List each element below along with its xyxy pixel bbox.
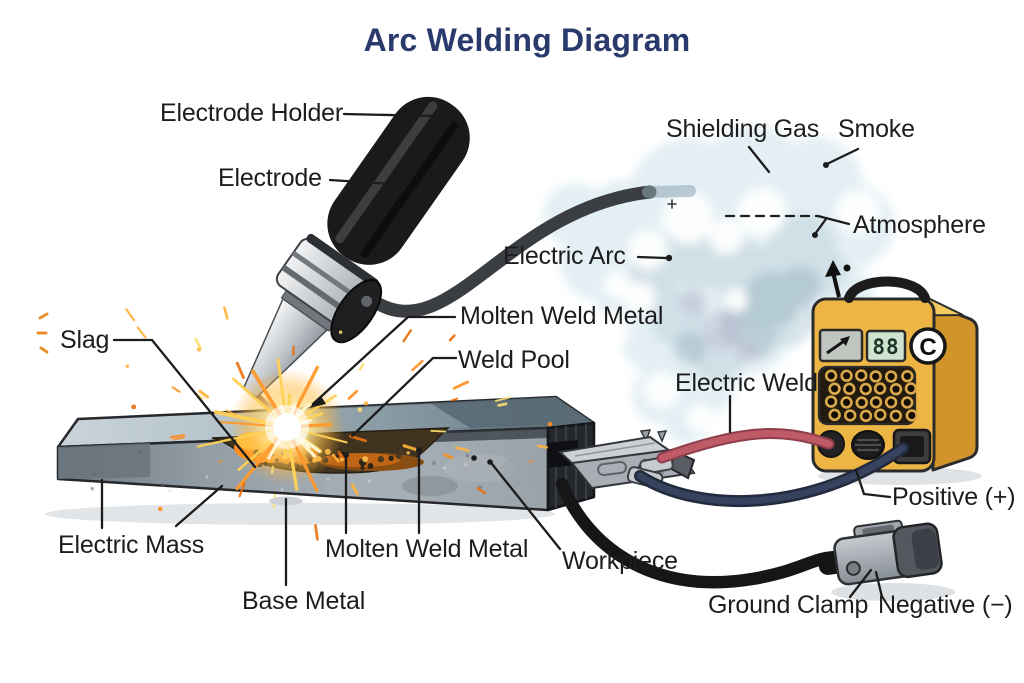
diagram-title: Arc Welding Diagram bbox=[363, 22, 691, 58]
ground-cable bbox=[555, 477, 849, 589]
torch-handle bbox=[327, 96, 470, 265]
leader-ground-clamp bbox=[848, 568, 873, 599]
machine-handle bbox=[844, 276, 930, 303]
leader-negative bbox=[874, 570, 884, 599]
leader-workpiece bbox=[490, 462, 562, 551]
ground-clamp-device bbox=[818, 519, 955, 601]
label-positive: Positive (+) bbox=[892, 483, 1016, 511]
digital-display bbox=[865, 329, 907, 363]
slag-sparkle-marks bbox=[36, 312, 49, 354]
torch-lever bbox=[330, 279, 383, 344]
leader-slag bbox=[112, 338, 257, 469]
leader-electric-arc bbox=[636, 255, 668, 260]
label-slag: Slag bbox=[60, 326, 110, 354]
label-weld-pool: Weld Pool bbox=[458, 346, 570, 374]
label-electric-mass: Electric Mass bbox=[58, 531, 205, 559]
leader-electrode bbox=[328, 178, 394, 186]
leader-electric-mass-2 bbox=[174, 484, 224, 528]
label-molten-weld-metal-lower: Molten Weld Metal bbox=[325, 535, 529, 563]
label-smoke: Smoke bbox=[838, 115, 915, 143]
label-molten-weld-metal-upper: Molten Weld Metal bbox=[460, 302, 664, 330]
cables bbox=[555, 428, 909, 589]
label-base-metal: Base Metal bbox=[242, 587, 366, 615]
bar-speckles bbox=[90, 450, 534, 493]
label-electrode: Electrode bbox=[218, 164, 322, 192]
leader-atmosphere bbox=[816, 214, 851, 226]
smoke-cross-mark bbox=[667, 199, 677, 209]
label-atmosphere: Atmosphere bbox=[853, 211, 986, 239]
label-electric-arc: Electric Arc bbox=[503, 242, 626, 270]
smoke-cloud bbox=[543, 126, 894, 444]
leader-molten-upper bbox=[311, 315, 457, 406]
up-arrow-icon bbox=[825, 260, 851, 298]
leader-electrode-holder bbox=[342, 112, 435, 118]
machine-display-value: 88 bbox=[872, 335, 899, 359]
label-electric-weld: Electric Weld bbox=[675, 369, 818, 397]
dial-knob[interactable] bbox=[909, 327, 947, 365]
clamp-shadow bbox=[831, 583, 955, 601]
label-workpiece: Workpiece bbox=[562, 547, 678, 575]
label-shielding-gas: Shielding Gas bbox=[666, 115, 820, 143]
leader-smoke bbox=[825, 147, 860, 166]
label-electrode-holder: Electrode Holder bbox=[160, 99, 344, 127]
spark-burst bbox=[125, 306, 553, 541]
gauge-icon bbox=[818, 328, 864, 363]
label-ground-clamp: Ground Clamp bbox=[708, 591, 869, 619]
vent-holes bbox=[824, 369, 919, 423]
dial-letter: C bbox=[919, 334, 936, 361]
leader-lines bbox=[36, 112, 892, 599]
leader-positive bbox=[854, 468, 892, 499]
torch-cable bbox=[365, 185, 696, 318]
machine-panel: 88 C bbox=[818, 327, 947, 365]
label-negative: Negative (−) bbox=[878, 591, 1013, 619]
leader-weld-pool bbox=[350, 356, 458, 438]
bar-shadow bbox=[45, 503, 555, 525]
leader-shielding-gas bbox=[747, 145, 771, 174]
